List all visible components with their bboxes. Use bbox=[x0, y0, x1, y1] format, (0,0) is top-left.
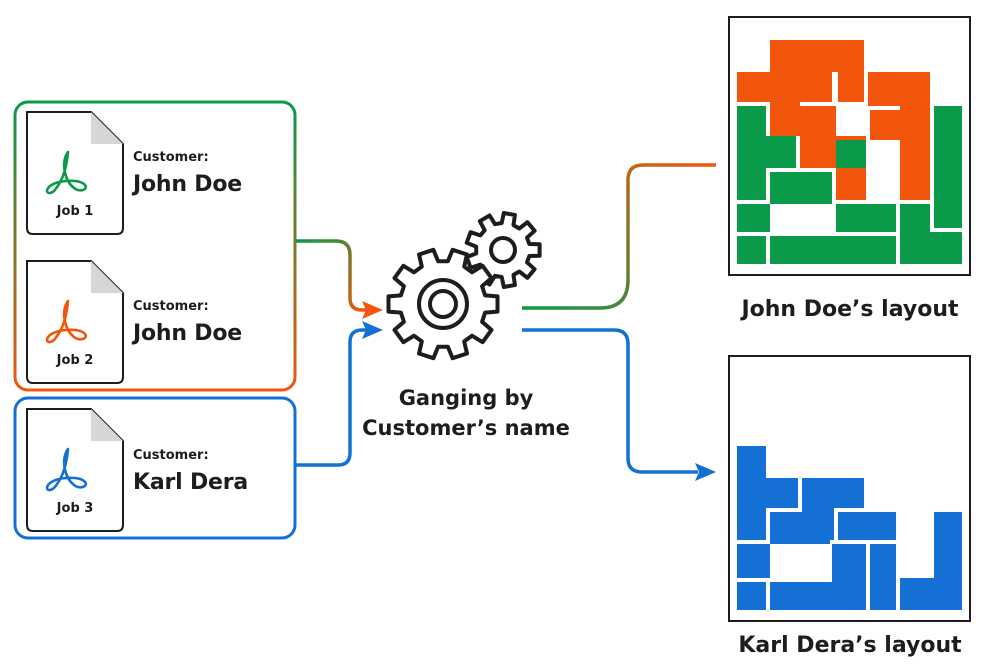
customer-caption: Customer: bbox=[133, 448, 209, 463]
layout-piece bbox=[770, 40, 864, 102]
gear-ring bbox=[428, 289, 458, 319]
gear-ring bbox=[489, 236, 517, 264]
layout-title-john-doe: John Doe’s layout bbox=[741, 297, 959, 322]
job-3-document[interactable] bbox=[26, 408, 124, 532]
job-label: Job 3 bbox=[56, 501, 94, 516]
layout-piece bbox=[800, 106, 866, 200]
layout-piece bbox=[737, 512, 830, 578]
gear-ring bbox=[417, 278, 469, 330]
connector-karl-dera-in bbox=[296, 328, 368, 467]
arrowhead-orange bbox=[362, 301, 383, 319]
arrowhead-blue-in bbox=[362, 321, 383, 339]
job-1-document[interactable] bbox=[26, 111, 124, 235]
karl-dera-layout-pieces bbox=[737, 446, 962, 610]
layout-piece bbox=[737, 446, 798, 540]
layout-piece bbox=[737, 582, 766, 610]
layout-piece bbox=[900, 204, 962, 264]
group-box-john-doe bbox=[13, 100, 297, 392]
customer-name: John Doe bbox=[133, 172, 242, 197]
layout-piece bbox=[737, 72, 832, 136]
john-doe-layout-pieces bbox=[737, 40, 962, 264]
customer-name: John Doe bbox=[133, 321, 242, 346]
layout-piece bbox=[737, 106, 796, 200]
layout-title-karl-dera: Karl Dera’s layout bbox=[738, 633, 962, 658]
connector-john-doe-in bbox=[296, 239, 368, 312]
layout-piece bbox=[838, 512, 896, 540]
layout-piece bbox=[900, 512, 962, 610]
layout-piece bbox=[934, 106, 962, 228]
process-label-line2: Customer’s name bbox=[362, 416, 570, 440]
group-box-karl-dera bbox=[13, 396, 297, 540]
layout-piece bbox=[770, 236, 896, 264]
process-label-line1: Ganging by bbox=[398, 386, 534, 410]
layout-piece bbox=[737, 172, 832, 232]
layout-piece bbox=[870, 544, 896, 610]
layout-piece bbox=[870, 110, 930, 200]
layout-piece bbox=[836, 204, 896, 232]
customer-caption: Customer: bbox=[133, 299, 209, 314]
arrowhead-blue-out bbox=[695, 463, 716, 481]
connector-john-doe-out bbox=[522, 163, 716, 310]
job-label: Job 1 bbox=[56, 204, 94, 219]
gears-icon bbox=[386, 211, 542, 361]
job-label: Job 2 bbox=[56, 353, 94, 368]
job-2-document[interactable] bbox=[26, 260, 124, 384]
layout-piece bbox=[836, 140, 866, 168]
connector-karl-dera-out bbox=[522, 328, 698, 474]
layout-piece bbox=[770, 544, 866, 610]
customer-caption: Customer: bbox=[133, 150, 209, 165]
layout-piece bbox=[737, 236, 766, 264]
gear-shape bbox=[386, 247, 500, 361]
customer-name: Karl Dera bbox=[133, 470, 249, 495]
